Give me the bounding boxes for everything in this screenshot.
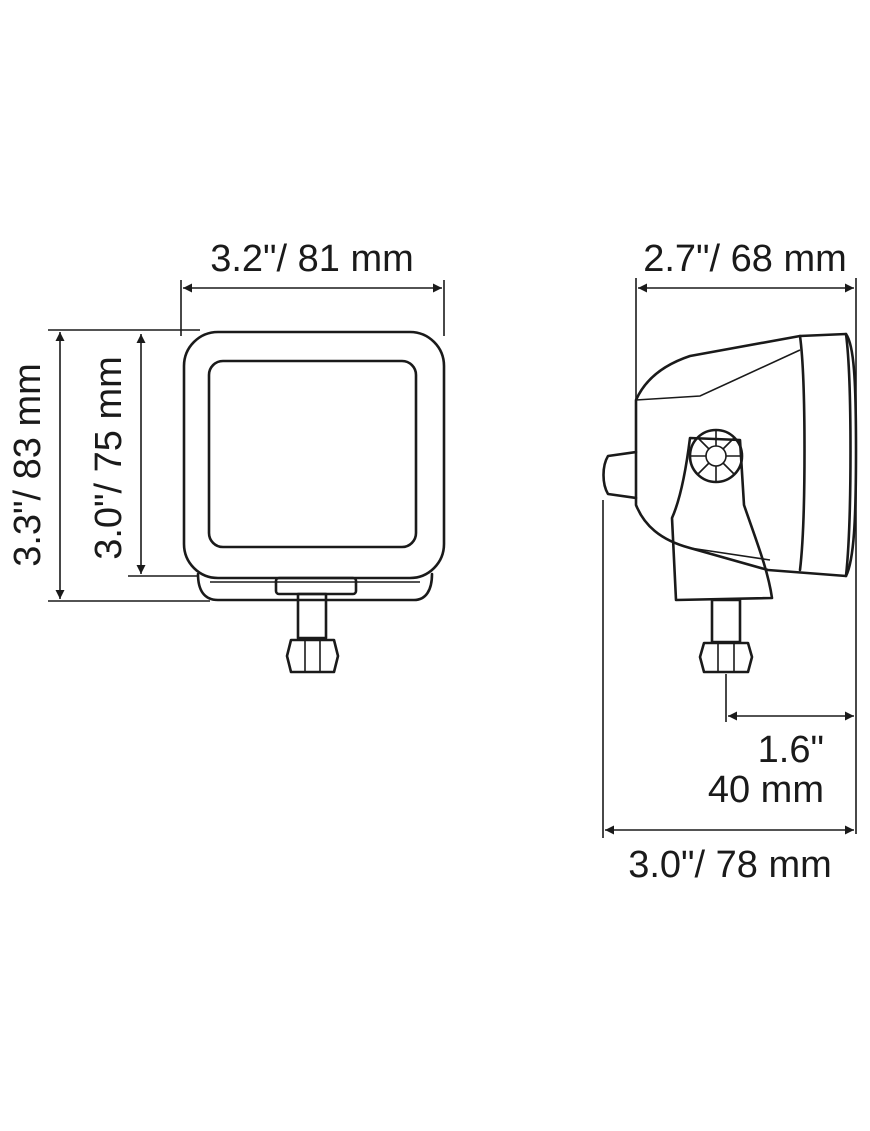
front-lens [207, 359, 418, 549]
side-mount-bracket [670, 436, 774, 602]
side-body-edge [635, 349, 801, 401]
front-housing-height-label: 3.0"/ 75 mm [88, 356, 130, 560]
side-adjust-knob [688, 428, 744, 484]
side-bolt-offset-label-line1: 1.6" [758, 729, 824, 771]
front-bolt-nut [285, 638, 340, 674]
front-housing-outline [182, 330, 446, 580]
side-depth-label: 2.7"/ 68 mm [643, 238, 847, 280]
side-rear-boss [602, 450, 638, 500]
front-mount-bracket [196, 572, 434, 602]
front-nut-facets [304, 640, 321, 672]
side-bolt-offset-label-line2: 40 mm [708, 769, 824, 811]
side-nut-facets [717, 643, 735, 672]
side-bolt-shaft [710, 598, 742, 644]
side-overall-depth-label: 3.0"/ 78 mm [628, 844, 832, 886]
side-housing-body [634, 332, 858, 578]
side-view: 2.7"/ 68 mm 1.6" 40 mm 3.0"/ 78 mm [602, 238, 858, 886]
front-width-label: 3.2"/ 81 mm [210, 238, 414, 280]
side-body-lower-edge [689, 547, 771, 561]
side-bolt-nut [698, 641, 754, 674]
front-mount-block [274, 576, 358, 596]
side-front-bezel [798, 332, 852, 578]
front-overall-height-label: 3.3"/ 83 mm [7, 363, 49, 567]
front-view: 3.2"/ 81 mm 3.3"/ 83 mm 3.0"/ 75 mm [7, 238, 446, 674]
front-bolt-shaft [296, 592, 328, 640]
